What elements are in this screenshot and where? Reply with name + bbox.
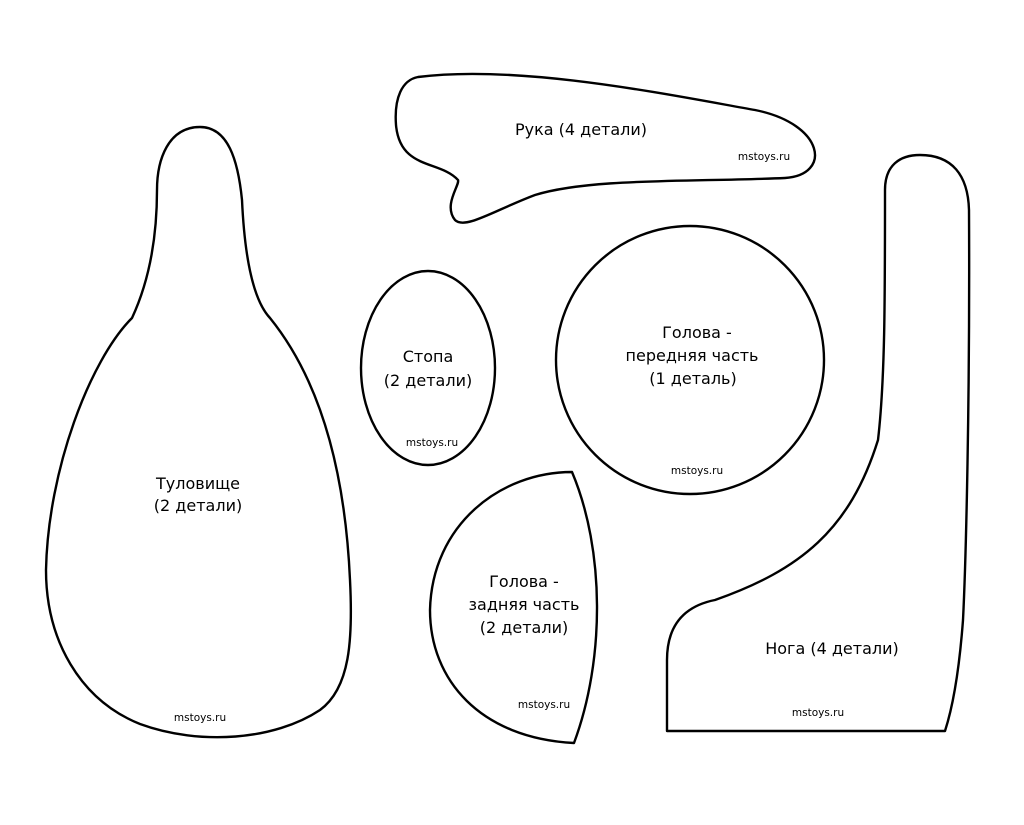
body-label-line1: Туловище: [155, 474, 240, 493]
body-piece: Туловище (2 детали) mstoys.ru: [44, 125, 353, 739]
body-outline: [44, 125, 353, 739]
head-back-outline: [428, 470, 599, 745]
head-front-label-line1: Голова -: [662, 323, 732, 342]
foot-label-line1: Стопа: [403, 347, 454, 366]
head-front-site-watermark: mstoys.ru: [671, 465, 723, 477]
head-front-outline: [554, 224, 826, 496]
leg-outline: [665, 153, 971, 733]
leg-site-watermark: mstoys.ru: [792, 707, 844, 719]
head-back-piece: Голова - задняя часть (2 детали) mstoys.…: [428, 470, 599, 745]
arm-outline: [394, 72, 817, 224]
foot-piece: Стопа (2 детали) mstoys.ru: [359, 269, 497, 467]
leg-label: Нога (4 детали): [765, 639, 899, 658]
head-back-site-watermark: mstoys.ru: [518, 699, 570, 711]
head-back-label-line3: (2 детали): [480, 618, 568, 637]
foot-label-line2: (2 детали): [384, 371, 472, 390]
head-back-label-line2: задняя часть: [469, 595, 580, 614]
body-site-watermark: mstoys.ru: [174, 712, 226, 724]
arm-piece: Рука (4 детали) mstoys.ru: [394, 72, 817, 224]
leg-piece: Нога (4 детали) mstoys.ru: [665, 153, 971, 733]
head-front-label-line3: (1 деталь): [649, 369, 736, 388]
head-back-label-line1: Голова -: [489, 572, 559, 591]
body-label-line2: (2 детали): [154, 496, 242, 515]
arm-label: Рука (4 детали): [515, 120, 647, 139]
foot-outline: [359, 269, 497, 467]
foot-site-watermark: mstoys.ru: [406, 437, 458, 449]
head-front-piece: Голова - передняя часть (1 деталь) mstoy…: [554, 224, 826, 496]
head-front-label-line2: передняя часть: [626, 346, 759, 365]
arm-site-watermark: mstoys.ru: [738, 151, 790, 163]
